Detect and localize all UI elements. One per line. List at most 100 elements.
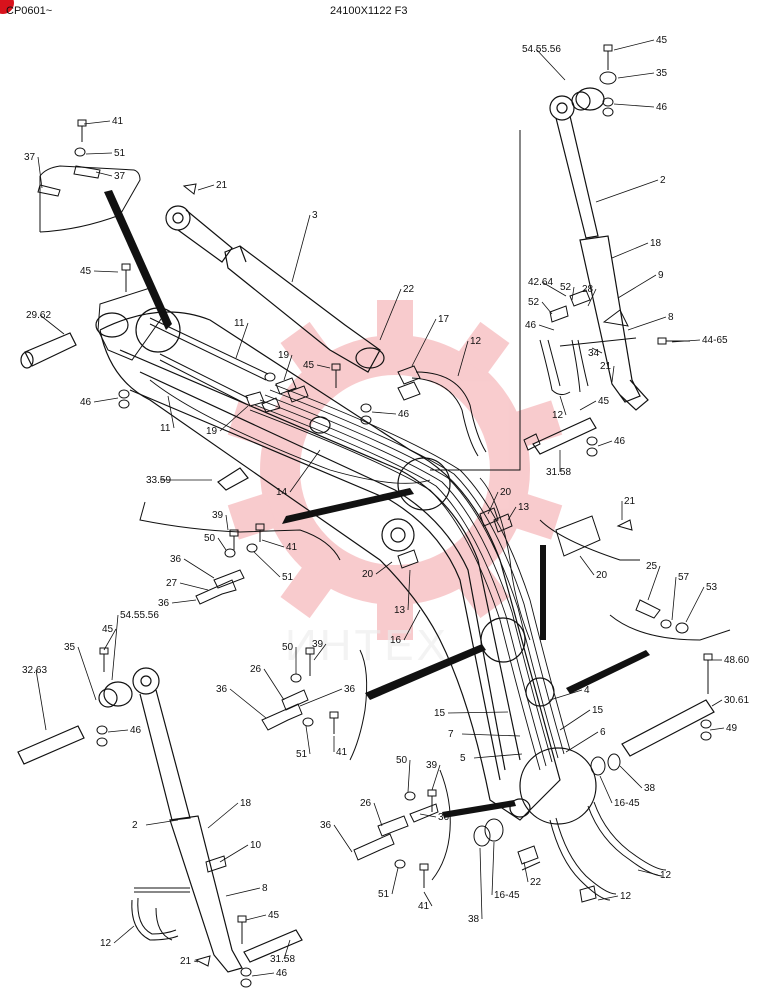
leader-line <box>107 729 129 733</box>
leader-line <box>619 765 643 789</box>
bracket-36-a <box>195 579 237 605</box>
detail-box-pin-37 <box>39 165 141 233</box>
bracket-26-b <box>377 815 409 837</box>
part-callout-label: 21 <box>180 956 192 967</box>
part-callout-label: 16-45 <box>614 798 640 809</box>
part-callout-label: 19 <box>278 350 290 361</box>
leader-line <box>599 775 613 804</box>
leader-line <box>595 179 659 203</box>
part-callout-label: 18 <box>240 798 252 809</box>
leader-line <box>35 669 47 731</box>
part-callout-label: 13 <box>518 502 530 513</box>
part-callout-label: 13 <box>394 605 406 616</box>
detail-circle-mid-clamp <box>480 617 526 663</box>
leader-lines <box>35 39 725 977</box>
detail-box-bracket-25 <box>609 614 731 641</box>
leader-line <box>77 646 97 701</box>
small-hardware <box>37 44 713 988</box>
part-callout-label: 46 <box>398 409 410 420</box>
part-callout-label: 36 <box>216 684 228 695</box>
part-callout-label: 27 <box>166 578 178 589</box>
diagram-code-left: CP0601~ <box>6 5 53 17</box>
part-callout-label: 52 <box>560 282 572 293</box>
detail-circle-boom-foot <box>135 307 181 353</box>
part-callout-label: 37 <box>114 171 126 182</box>
part-callout-label: 44-65 <box>702 335 728 346</box>
part-callout-label: 7 <box>448 729 454 740</box>
detail-callout-boxes <box>39 130 731 881</box>
leader-line <box>549 689 583 701</box>
part-callout-label: 39 <box>212 510 224 521</box>
leader-line <box>333 824 353 853</box>
part-callout-label: 48.60 <box>724 655 749 666</box>
diagram-code-center: 24100X1122 F3 <box>330 5 408 17</box>
leader-line <box>538 324 555 331</box>
part-callout-label: 54.55.56 <box>522 44 561 55</box>
part-callout-label: 39 <box>426 760 438 771</box>
part-callout-label: 38 <box>644 783 656 794</box>
leader-line <box>407 569 411 611</box>
part-callout-label: 46 <box>276 968 288 979</box>
leader-line <box>617 72 655 79</box>
part-callout-label: 12 <box>660 870 672 881</box>
part-callout-label: 46 <box>525 320 537 331</box>
part-callout-label: 51 <box>114 148 126 159</box>
pin-31-58-lower <box>243 929 303 963</box>
part-callout-label: 22 <box>403 284 415 295</box>
part-callout-label: 18 <box>650 238 662 249</box>
bracket-26-a <box>281 689 309 711</box>
part-callout-label: 2 <box>132 820 138 831</box>
corner-red-mark <box>0 0 14 14</box>
bracket-36-c <box>353 833 395 861</box>
part-callout-label: 41 <box>286 542 298 553</box>
part-callout-label: 11 <box>234 318 245 329</box>
part-callout-label: 4 <box>584 685 590 696</box>
detail-circle-tip-block <box>519 747 597 825</box>
part-callout-label: 46 <box>80 397 92 408</box>
pipes-11 <box>149 317 276 405</box>
part-callout-label: 38 <box>468 914 480 925</box>
part-callout-label: 16-45 <box>494 890 520 901</box>
part-callout-label: 36 <box>344 684 356 695</box>
part-callout-label: 15 <box>434 708 446 719</box>
leader-line <box>316 364 331 369</box>
part-callout-label: 21 <box>624 496 636 507</box>
leader-line <box>559 709 591 731</box>
part-callout-label: 3 <box>312 210 318 221</box>
leader-line <box>225 514 229 531</box>
leader-line <box>171 599 197 604</box>
part-callout-label: 37 <box>24 152 36 163</box>
part-callout-label: 36 <box>320 820 332 831</box>
leader-line <box>541 301 553 315</box>
part-callout-label: 52 <box>528 297 540 308</box>
boom-arm-cylinder-mount <box>381 518 415 552</box>
part-callout-label: 12 <box>100 938 112 949</box>
hydraulic-line-bundle <box>149 379 571 771</box>
leader-line <box>93 270 119 273</box>
leader-line <box>403 609 421 641</box>
part-callout-label: 45 <box>268 910 280 921</box>
part-callout-label: 10 <box>250 840 262 851</box>
part-callout-label: 17 <box>438 314 450 325</box>
leader-line <box>283 354 293 381</box>
part-callout-label: 19 <box>206 426 218 437</box>
part-callout-label: 8 <box>262 883 268 894</box>
part-callout-label: 36 <box>158 598 170 609</box>
part-callout-label: 5 <box>460 753 466 764</box>
pins <box>17 332 715 963</box>
pin-32-63 <box>17 725 85 765</box>
part-callout-label: 46 <box>130 725 142 736</box>
leader-line <box>507 506 517 521</box>
bushing-16-45-right <box>590 756 606 776</box>
leader-line <box>579 555 595 576</box>
part-callout-label: 34 <box>588 348 600 359</box>
leader-line <box>709 727 725 731</box>
seal-38-right <box>607 753 621 771</box>
part-callout-label: 41 <box>418 901 430 912</box>
leader-line <box>39 314 65 335</box>
leader-line <box>219 844 249 863</box>
leader-line <box>591 347 603 354</box>
leader-line <box>597 440 613 447</box>
leader-line <box>375 561 393 575</box>
